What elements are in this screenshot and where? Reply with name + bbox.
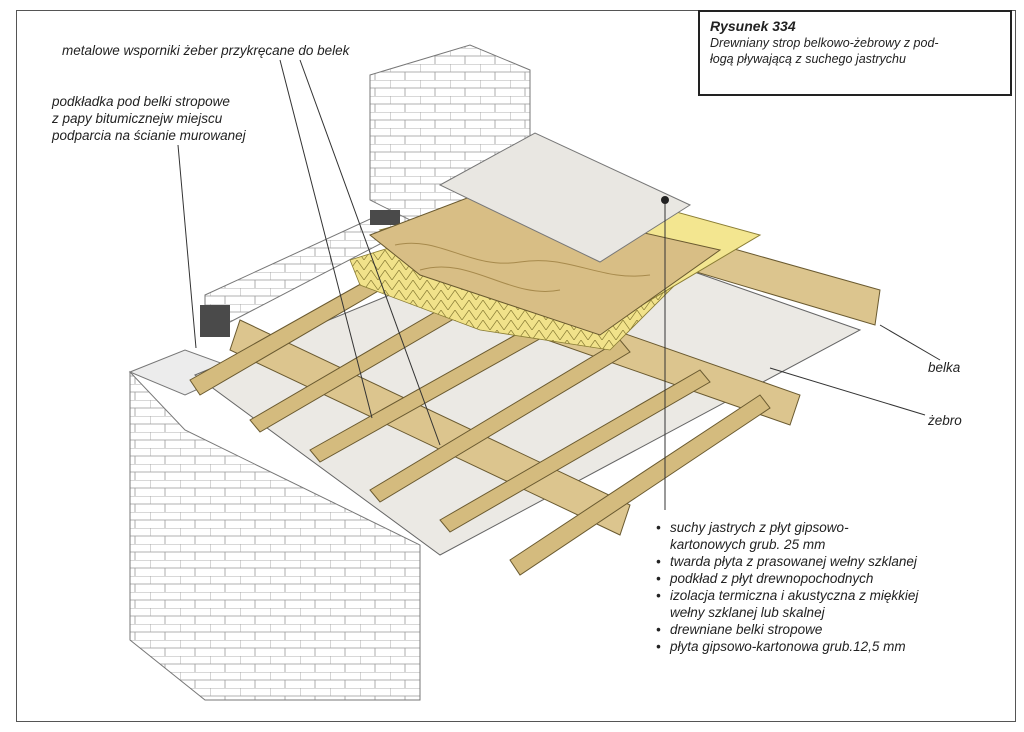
bitumen-pad-front [200, 305, 230, 337]
leader-layers-dot [661, 196, 669, 204]
legend-item-cont: kartonowych grub. 25 mm [670, 537, 826, 552]
legend-item: suchy jastrych z płyt gipsowo- [656, 519, 918, 536]
legend-item: izolacja termiczna i akustyczna z miękki… [656, 587, 918, 604]
legend-item-cont: wełny szklanej lub skalnej [670, 605, 825, 620]
label-beam: belka [928, 360, 961, 375]
label-pad-3: podparcia na ścianie murowanej [52, 128, 246, 143]
legend-item: płyta gipsowo-kartonowa grub.12,5 mm [656, 638, 918, 655]
front-brick-wall [129, 370, 421, 701]
rib-5 [439, 369, 711, 533]
legend-item: twarda płyta z prasowanej wełny szklanej [656, 553, 918, 570]
subfloor-grain [394, 242, 651, 292]
legend-item: drewniane belki stropowe [656, 621, 918, 638]
leader-brackets-1 [279, 59, 373, 419]
caption-text-2: łogą pływającą z suchego jastrychu [710, 52, 906, 66]
leader-rib [769, 367, 926, 416]
figure-caption: Rysunek 334 Drewniany strop belkowo-żebr… [698, 10, 1012, 96]
leader-beam [879, 324, 941, 361]
rib-6 [509, 394, 771, 576]
label-pad-2: z papy bitumicznejw miejscu [52, 111, 223, 126]
layers-legend: suchy jastrych z płyt gipsowo- kartonowy… [656, 519, 918, 655]
leader-brackets-2 [299, 59, 441, 446]
label-pad-1: podkładka pod belki stropowe [52, 94, 230, 109]
gypsum-screed [438, 132, 692, 263]
caption-text-1: Drewniany strop belkowo-żebrowy z pod- [710, 36, 939, 50]
subfloor-board [369, 194, 722, 336]
rib-4 [369, 339, 631, 503]
label-brackets: metalowe wsporniki żeber przykręcane do … [62, 43, 350, 58]
bitumen-pad-back [370, 210, 400, 225]
leader-pad [177, 144, 197, 349]
caption-title: Rysunek 334 [710, 18, 796, 34]
legend-item: podkład z płyt drewnopochodnych [656, 570, 918, 587]
label-rib: żebro [928, 413, 962, 428]
